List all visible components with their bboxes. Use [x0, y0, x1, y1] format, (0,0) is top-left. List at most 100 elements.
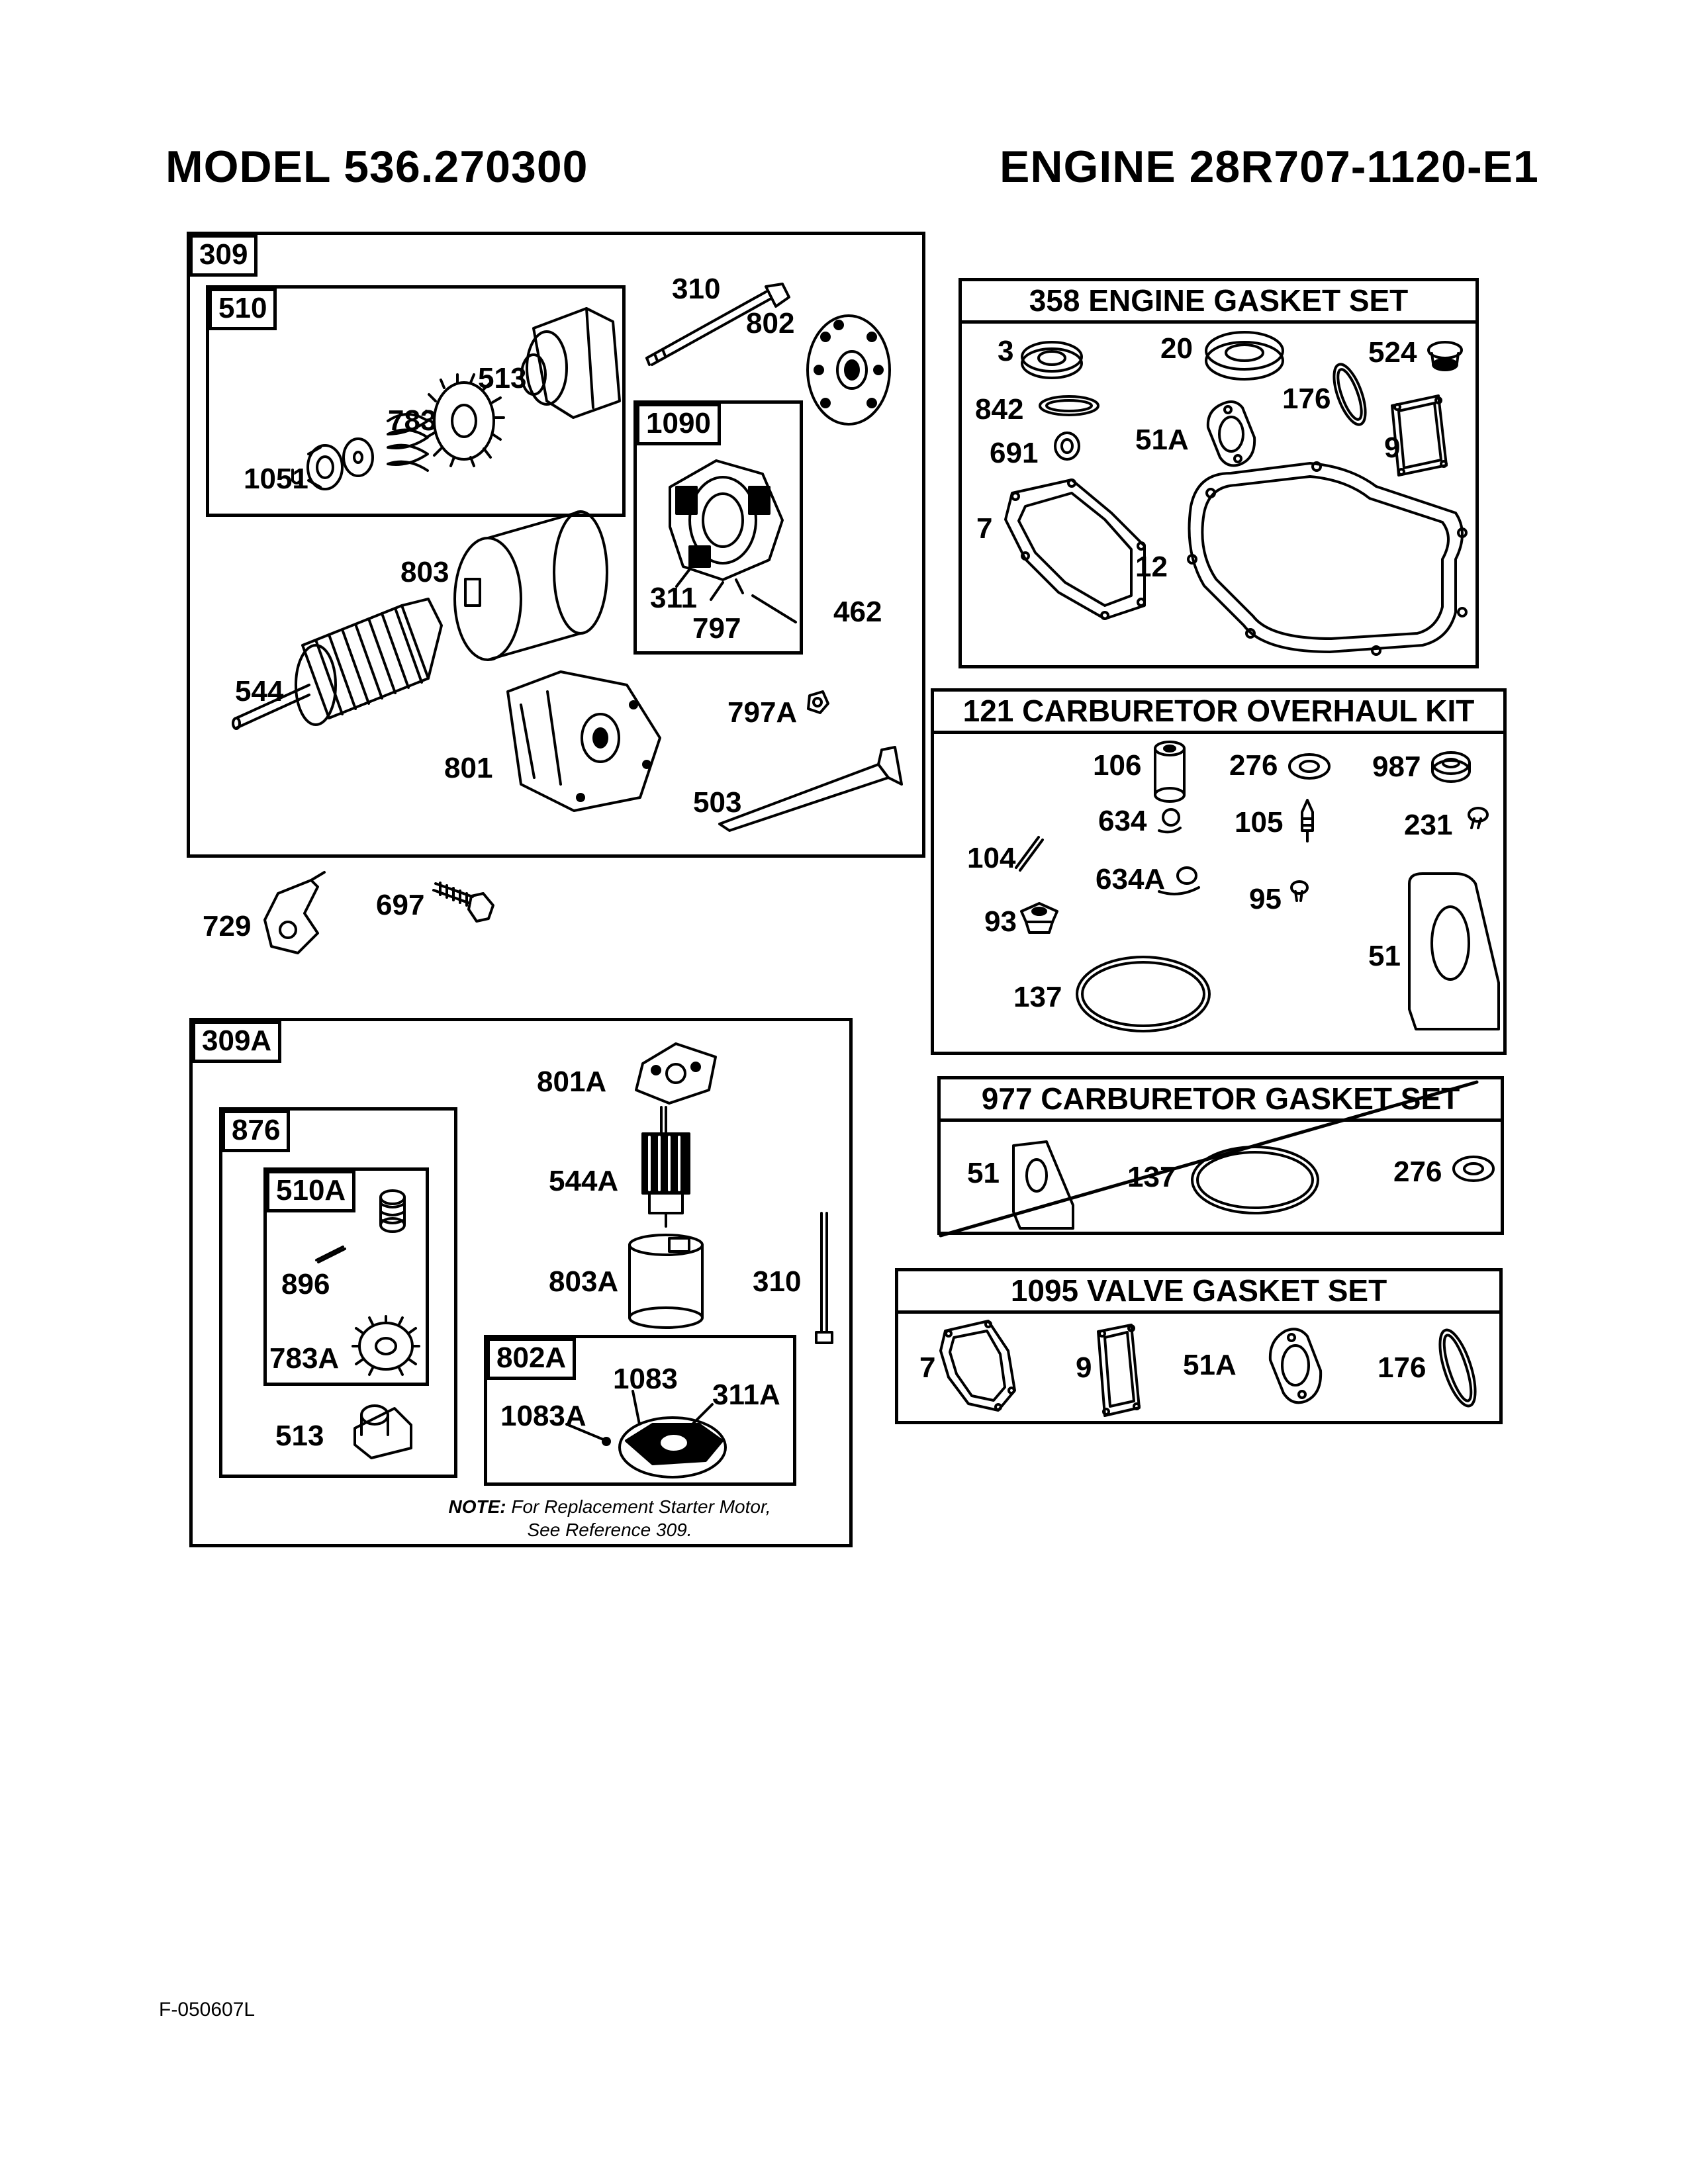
leader-lines — [675, 568, 797, 623]
label-801: 801 — [444, 752, 493, 784]
pinion-gear-icon — [351, 1315, 420, 1376]
label-7: 7 — [976, 512, 993, 545]
kit-977-box: 977 CARBURETOR GASKET SET 51 137 276 — [937, 1076, 1504, 1238]
label-802: 802 — [746, 307, 795, 340]
engine-title: ENGINE 28R707-1120-E1 — [1000, 142, 1539, 192]
washer-icon — [342, 437, 374, 477]
label-20: 20 — [1160, 332, 1193, 365]
label-503: 503 — [693, 786, 742, 819]
label-310: 310 — [753, 1265, 802, 1298]
nut-icon — [807, 690, 829, 714]
plug-icon — [1427, 341, 1463, 371]
figure-code: F-050607L — [159, 1999, 256, 2021]
kit-358-title: 358 ENGINE GASKET SET — [962, 281, 1475, 324]
label-797A: 797A — [727, 696, 798, 729]
label-311A: 311A — [712, 1379, 780, 1411]
label-987: 987 — [1372, 751, 1421, 783]
gasket-icon — [1206, 400, 1256, 467]
subassembly-1090-tag: 1090 — [636, 403, 721, 445]
note-line-1: For Replacement Starter Motor, — [511, 1496, 771, 1517]
label-137: 137 — [1127, 1161, 1176, 1193]
label-176: 176 — [1378, 1351, 1427, 1384]
label-276: 276 — [1393, 1156, 1442, 1188]
armature-icon — [232, 598, 443, 730]
label-803A: 803A — [549, 1265, 619, 1298]
subassembly-510-tag: 510 — [209, 288, 277, 330]
note-text: NOTE: For Replacement Starter Motor, See… — [424, 1495, 795, 1541]
label-137: 137 — [1013, 981, 1062, 1013]
label-544: 544 — [235, 675, 284, 707]
brush-holder-icon — [669, 459, 784, 594]
label-462: 462 — [833, 596, 882, 628]
drive-spring-icon — [379, 1189, 406, 1233]
cover-gasket-icon — [1004, 478, 1146, 620]
label-513: 513 — [275, 1420, 324, 1452]
label-7: 7 — [919, 1351, 936, 1384]
pinion-gear-icon — [425, 373, 505, 467]
label-51A: 51A — [1135, 424, 1189, 456]
label-1083: 1083 — [613, 1363, 678, 1395]
subassembly-510-box: 510 513 7 — [206, 285, 626, 517]
pin-icon — [1015, 836, 1044, 872]
subassembly-876-tag: 876 — [222, 1110, 291, 1152]
label-95: 95 — [1249, 883, 1282, 915]
subassembly-802A-box: 802A 1083 1083A 311A — [484, 1335, 796, 1486]
gasket-icon — [1408, 872, 1500, 1030]
washer-icon — [1054, 432, 1080, 461]
leader-lines — [565, 1390, 714, 1446]
label-1051: 1051 — [244, 463, 308, 495]
gasket-icon — [1268, 1328, 1323, 1404]
label-634: 634 — [1098, 805, 1147, 837]
motor-housing-icon — [628, 1234, 704, 1329]
spring-icon — [387, 413, 429, 472]
drive-housing-icon — [353, 1404, 412, 1459]
seal-icon — [1205, 331, 1284, 381]
label-9: 9 — [1076, 1351, 1092, 1384]
gasket-icon — [1012, 1140, 1074, 1230]
washer-icon — [1452, 1156, 1495, 1182]
label-842: 842 — [975, 393, 1024, 426]
label-231: 231 — [1404, 809, 1453, 841]
subassembly-510A-tag: 510A — [266, 1170, 356, 1212]
base-gasket-icon — [1187, 461, 1468, 656]
label-276: 276 — [1229, 749, 1278, 782]
label-524: 524 — [1368, 336, 1417, 369]
screw-icon — [1468, 807, 1489, 829]
bracket-clip-icon — [263, 871, 326, 954]
label-12: 12 — [1135, 551, 1168, 583]
label-729: 729 — [203, 910, 252, 942]
o-ring-icon — [1076, 956, 1211, 1032]
pin-icon — [315, 1246, 346, 1263]
drive-housing-icon — [520, 307, 621, 419]
kit-121-title: 121 CARBURETOR OVERHAUL KIT — [934, 692, 1503, 734]
end-cap-icon — [806, 314, 891, 426]
label-51A: 51A — [1183, 1349, 1237, 1381]
label-104: 104 — [967, 842, 1016, 874]
starter-309-box: 309 510 — [187, 232, 925, 858]
starter-309A-box: 309A 876 510A 896 783A — [189, 1018, 853, 1547]
kit-1095-title: 1095 VALVE GASKET SET — [898, 1271, 1499, 1314]
seal-icon — [1431, 751, 1471, 783]
stop-nut-icon — [306, 444, 344, 490]
label-3: 3 — [998, 335, 1014, 367]
clip-icon — [1158, 808, 1182, 834]
label-51: 51 — [967, 1157, 1000, 1189]
label-896: 896 — [281, 1268, 330, 1300]
through-bolt-icon — [645, 283, 790, 366]
float-icon — [1154, 741, 1186, 803]
gasket-icon — [1391, 394, 1448, 477]
clip-icon — [1158, 866, 1200, 895]
label-105: 105 — [1235, 806, 1284, 839]
cap-icon — [1020, 902, 1058, 934]
note-line-2: See Reference 309. — [527, 1520, 692, 1540]
label-176: 176 — [1282, 383, 1331, 415]
label-801A: 801A — [537, 1066, 607, 1098]
strikethrough-line — [939, 1080, 1479, 1238]
seal-icon — [1021, 341, 1083, 379]
label-310: 310 — [672, 273, 721, 305]
armature-icon — [641, 1106, 690, 1228]
model-title: MODEL 536.270300 — [165, 142, 588, 192]
end-plate-icon — [635, 1042, 717, 1105]
cover-gasket-icon — [939, 1320, 1016, 1412]
motor-housing-icon — [453, 510, 608, 661]
